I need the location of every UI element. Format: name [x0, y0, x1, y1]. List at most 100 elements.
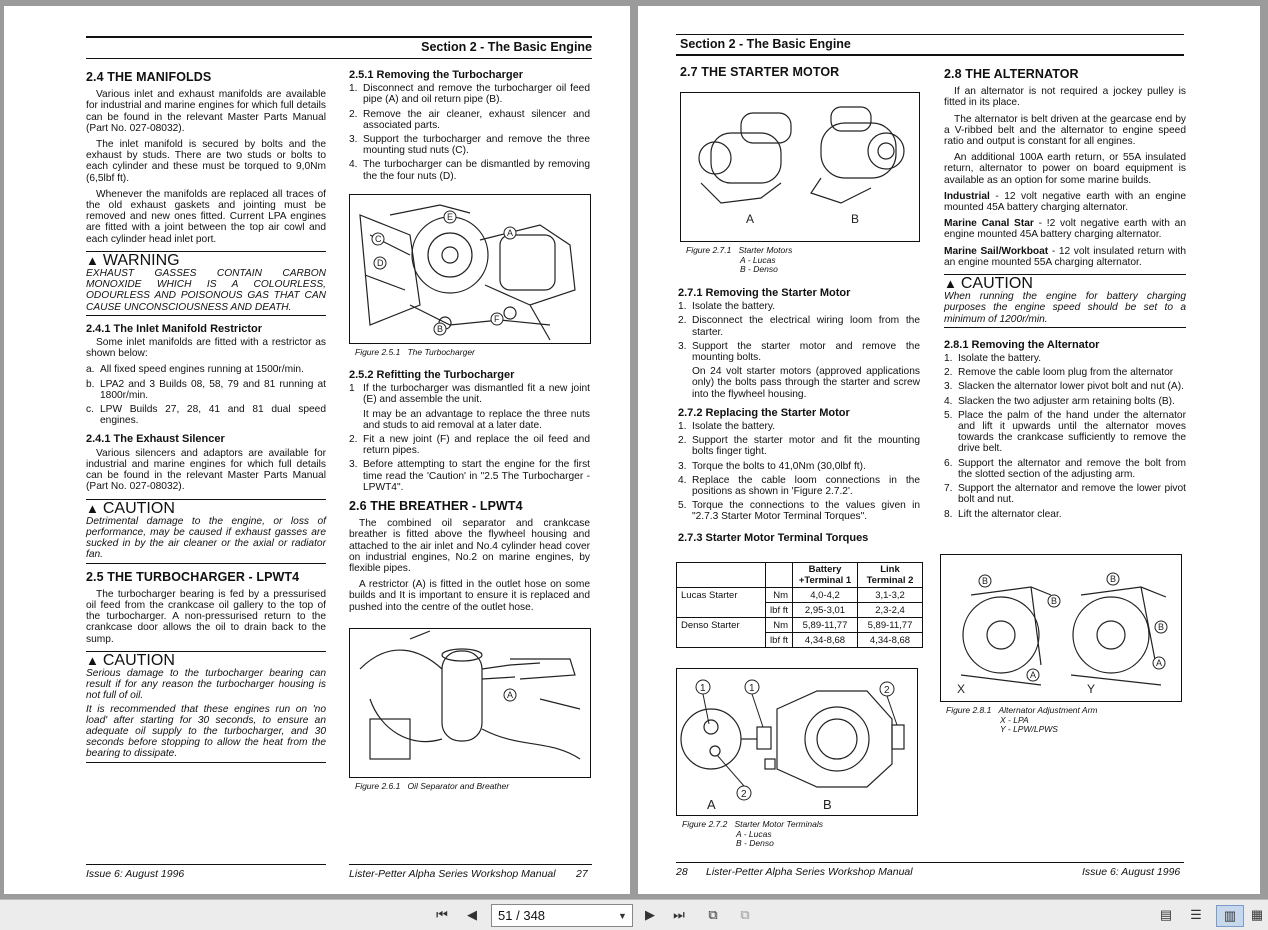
- list-item: 3.Support the starter motor and remove t…: [678, 341, 920, 400]
- header-rule-thin: [86, 58, 592, 59]
- view-facing-button[interactable]: ▥: [1216, 905, 1244, 927]
- warning-triangle-icon: ▲: [86, 652, 99, 668]
- heading-2-4-1: 2.4.1 The Inlet Manifold Restrictor: [86, 322, 263, 335]
- figure-caption: Figure 2.7.2 Starter Motor Terminals A -…: [682, 819, 823, 848]
- prev-page-button[interactable]: ◀: [462, 905, 482, 925]
- caution-text: Detrimental damage to the engine, or los…: [86, 515, 326, 561]
- list-item-number: a.: [86, 364, 95, 376]
- header-rule: [86, 36, 592, 38]
- restrictor-list: a. All fixed speed engines running at 150…: [86, 364, 326, 426]
- list-item-text: Before attempting to start the engine fo…: [363, 459, 590, 493]
- view-continuous-button[interactable]: ☰: [1186, 905, 1206, 925]
- paragraph: The inlet manifold is secured by bolts a…: [86, 139, 326, 184]
- figure-oil-separator: A: [349, 628, 591, 778]
- list-item-text: Fit a new joint (F) and replace the oil …: [363, 434, 590, 457]
- table-cell-t1: 5,89-11,77: [792, 617, 858, 633]
- table-cell-t1: 2,95-3,01: [792, 602, 858, 618]
- list-item-text: Replace the cable loom connections in th…: [692, 474, 920, 498]
- paragraph: If an alternator is not required a jocke…: [944, 86, 1186, 109]
- last-page-button[interactable]: ⏭: [668, 905, 690, 925]
- terminal-1-label: 1: [749, 683, 755, 694]
- header-rule: [676, 54, 1184, 56]
- terminals-drawing: 1 1 2 2 A B: [680, 679, 905, 812]
- page-number: 27: [576, 868, 588, 880]
- left-column: 2.7 THE STARTER MOTOR: [680, 61, 920, 84]
- figure-caption: Figure 2.5.1 The Turbocharger: [355, 347, 475, 357]
- table-cell-unit: Nm: [765, 617, 793, 633]
- next-page-button[interactable]: ▶: [640, 905, 660, 925]
- figure-turbocharger: E C D A F B: [349, 194, 591, 344]
- list-item: 1.Disconnect and remove the turbocharger…: [349, 83, 590, 105]
- table-cell-t2: 2,3-2,4: [857, 602, 923, 618]
- first-page-button[interactable]: ⏮: [432, 905, 452, 925]
- view-single-button[interactable]: ▤: [1156, 905, 1176, 925]
- continuous-page-icon: ☰: [1190, 907, 1202, 922]
- svg-text:D: D: [377, 258, 384, 268]
- list-item-number: 2.: [349, 434, 358, 446]
- list-item-number: 3.: [678, 460, 687, 472]
- list-item-number: 3.: [678, 340, 687, 352]
- list-item-text: Lift the alternator clear.: [958, 508, 1062, 520]
- list-item: 1. Isolate the battery.: [678, 301, 920, 312]
- list-item-text: Isolate the battery.: [692, 301, 776, 313]
- section-header: Section 2 - The Basic Engine: [680, 37, 851, 51]
- list-item-text: Support the starter motor and fit the mo…: [692, 435, 920, 458]
- table-cell-t1: 4,34-8,68: [792, 632, 858, 648]
- paste-button[interactable]: ⧉: [734, 905, 756, 925]
- list-item: c.LPW Builds 27, 28, 41 and 81 dual spee…: [86, 404, 326, 426]
- table-cell-unit: lbf ft: [765, 632, 793, 648]
- list-item-number: 1.: [944, 353, 953, 365]
- table-cell-name: [676, 602, 766, 618]
- copy-button[interactable]: ⧉: [702, 905, 724, 925]
- page-number-box[interactable]: 51 / 348 ▼: [491, 904, 633, 927]
- footer-manual-title: Lister-Petter Alpha Series Workshop Manu…: [349, 868, 556, 880]
- paragraph: Various silencers and adaptors are avail…: [86, 447, 326, 493]
- list-item-text: LPA2 and 3 Builds 08, 58, 79 and 81 runn…: [100, 378, 326, 401]
- removing-starter-steps: 1.Isolate the battery.2.Disconnect the e…: [678, 301, 920, 400]
- list-item: 3.Slacken the alternator lower pivot bol…: [944, 381, 1186, 392]
- list-item-text: Torque the connections to the values giv…: [692, 500, 920, 523]
- list-item-number: 2.: [944, 367, 953, 379]
- heading-2-5: 2.5 THE TURBOCHARGER - LPWT4: [86, 569, 300, 584]
- page-number-field[interactable]: 51 / 348: [498, 908, 546, 923]
- warning-triangle-icon: ▲: [86, 500, 99, 516]
- list-item-number: 5.: [678, 500, 687, 512]
- terminal-2-label: 2: [884, 685, 890, 696]
- paste-icon: ⧉: [740, 907, 750, 922]
- list-item-text: Remove the cable loom plug from the alte…: [958, 367, 1174, 379]
- list-item-number: 6.: [944, 457, 953, 469]
- list-item-number: 5.: [944, 409, 953, 421]
- heading-2-8: 2.8 THE ALTERNATOR: [944, 67, 1079, 81]
- header-rule-thin: [676, 34, 1184, 35]
- list-item: a. All fixed speed engines running at 150…: [86, 364, 326, 375]
- footer-rule: [86, 864, 326, 865]
- view-facing-continuous-button[interactable]: ▦: [1248, 905, 1266, 925]
- list-item-text: LPW Builds 27, 28, 41 and 81 dual speed …: [100, 404, 326, 427]
- list-item: b.LPA2 and 3 Builds 08, 58, 79 and 81 ru…: [86, 379, 326, 401]
- list-item-text: Slacken the alternator lower pivot bolt …: [958, 381, 1184, 393]
- next-page-icon: ▶: [645, 907, 655, 922]
- last-page-icon: ⏭: [673, 907, 685, 922]
- paragraph: The alternator is belt driven at the gea…: [944, 113, 1186, 148]
- list-item: 1.Isolate the battery.: [678, 421, 920, 432]
- list-item-number: 1.: [678, 301, 687, 313]
- starter-motors-drawing: A B: [698, 106, 905, 226]
- svg-text:B: B: [1158, 622, 1164, 632]
- list-item: 4.The turbocharger can be dismantled by …: [349, 159, 590, 181]
- label-b: B: [823, 797, 832, 812]
- figure-caption: Figure 2.6.1 Oil Separator and Breather: [355, 781, 510, 791]
- figure-caption: Figure 2.7.1 Starter Motors A - Lucas B …: [686, 245, 793, 274]
- chevron-down-icon[interactable]: ▼: [618, 910, 627, 921]
- list-item-text: Torque the bolts to 41,0Nm (30,0lbf ft).: [692, 460, 866, 472]
- heading-2-7-2: 2.7.2 Replacing the Starter Motor: [678, 406, 850, 419]
- table-cell-name: Denso Starter: [676, 617, 766, 633]
- list-item-note: On 24 volt starter motors (approved appl…: [692, 366, 920, 400]
- viewer-toolbar: ⏮ ◀ 51 / 348 ▼ ▶ ⏭ ⧉ ⧉ ▤ ☰ ▥ ▦: [0, 899, 1268, 930]
- first-page-icon: ⏮: [436, 907, 448, 922]
- list-item-number: 4.: [349, 159, 358, 171]
- list-item-text: All fixed speed engines running at 1500r…: [100, 364, 304, 376]
- list-item: 5. Torque the connections to the values g…: [678, 500, 920, 522]
- label-a: A: [746, 212, 754, 226]
